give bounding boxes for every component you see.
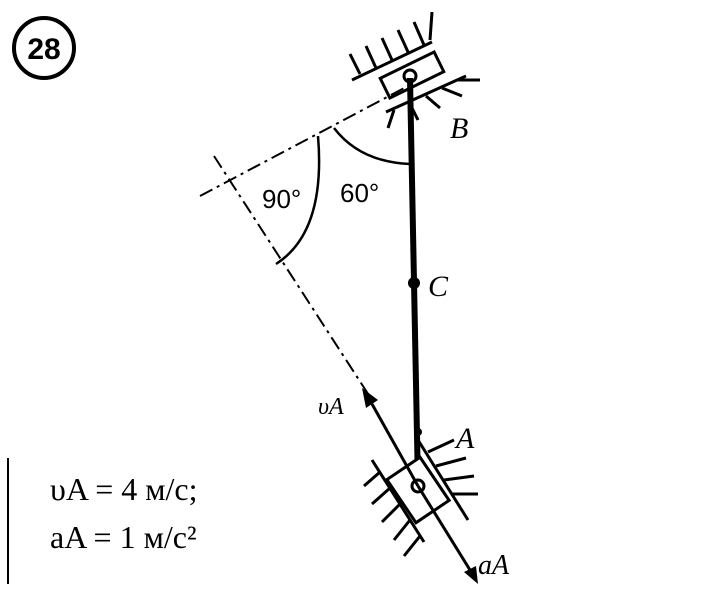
slider-a: [384, 455, 452, 525]
angle-arc-90: [275, 135, 321, 266]
acceleration-arrow: [416, 485, 478, 584]
label-a: A: [454, 422, 475, 455]
support-hatching-a-right: [416, 438, 478, 521]
lower-support-hatching-b: [385, 74, 480, 129]
label-velocity: υA: [318, 394, 344, 420]
velocity-arrow: [362, 388, 420, 487]
guide-line-lower: [213, 155, 373, 401]
angle-60-label: 60°: [340, 178, 379, 208]
problem-number: 28: [27, 33, 60, 66]
point-c: [408, 277, 420, 289]
given-velocity: υA = 4 м/с;: [50, 471, 197, 507]
label-b: B: [450, 112, 468, 145]
angle-arc-60: [333, 127, 411, 166]
label-acceleration: aA: [478, 550, 510, 581]
guide-line-upper: [199, 85, 409, 197]
support-hatching-a-left: [363, 459, 426, 557]
label-c: C: [428, 270, 449, 303]
given-acceleration: aA = 1 м/с²: [50, 519, 197, 555]
upper-support-hatching: [348, 11, 434, 82]
problem-number-badge: 28: [12, 16, 76, 80]
angle-90-label: 90°: [262, 184, 301, 214]
point-a: [414, 428, 422, 436]
